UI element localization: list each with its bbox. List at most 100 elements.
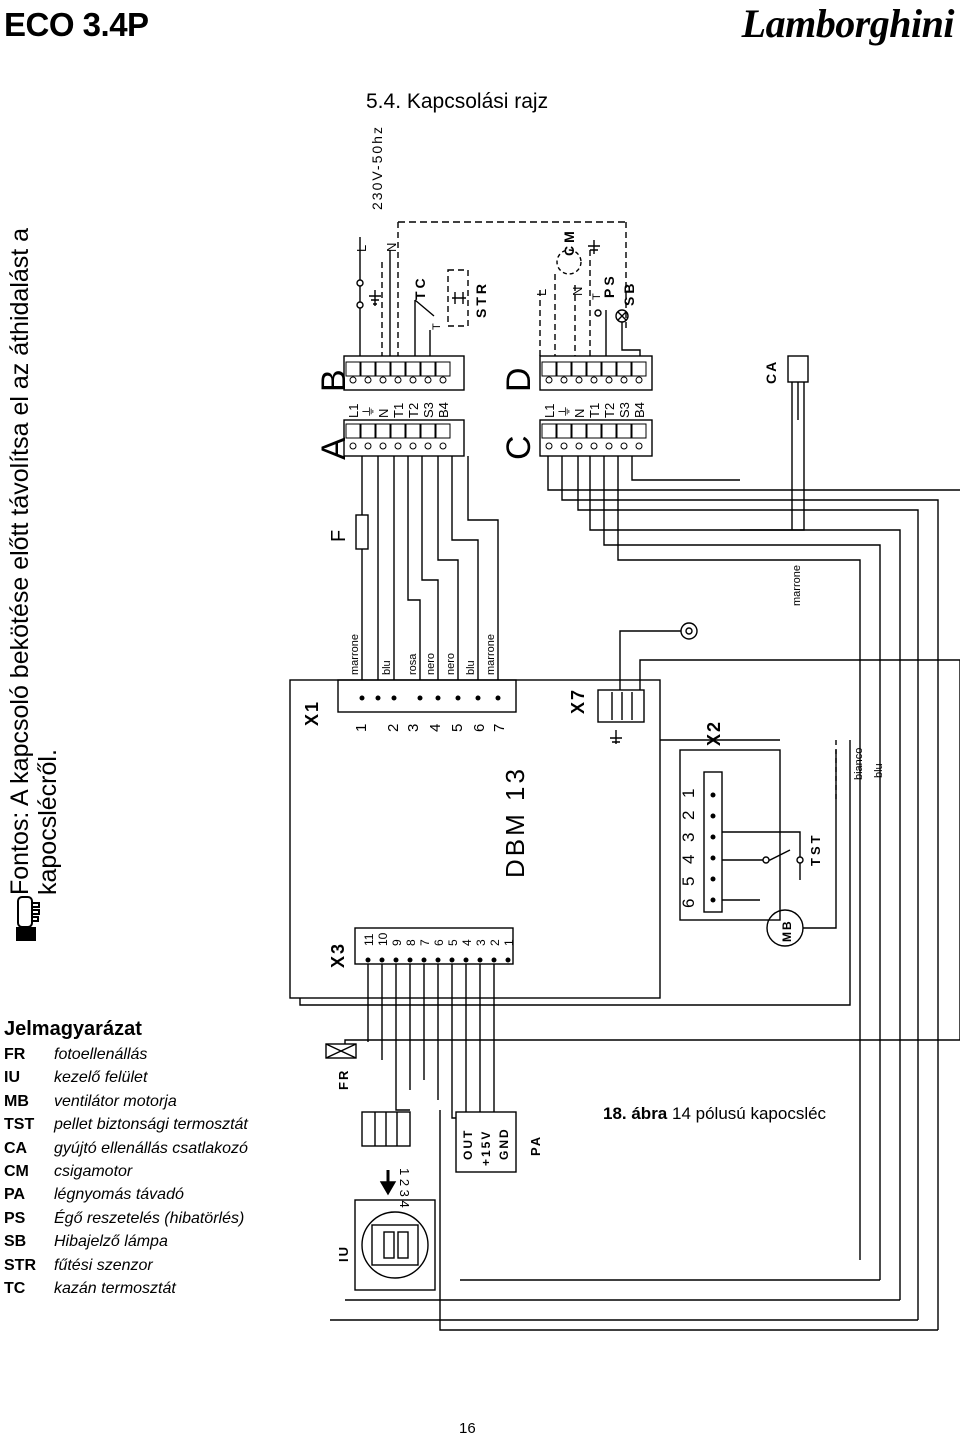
x7-connector [597,689,645,723]
label-F: F [328,530,350,542]
term-b-2: ⏚ [361,405,376,418]
x3-pin-9: 9 [390,939,404,946]
label-L2: L [534,289,549,296]
term-d-7: B4 [632,402,647,418]
legend-item: SB Hibajelző lámpa [4,1230,334,1253]
x1-connector [337,679,517,713]
legend-item: CA gyújtó ellenállás csatlakozó [4,1137,334,1160]
wire-color-6: blu [465,660,477,675]
fuse-f [355,514,369,550]
x1-pin-5: 5 [449,724,466,732]
x3-pin-6: 6 [432,939,446,946]
label-iu: IU [336,1245,351,1262]
wire-color-5: nero [445,653,457,675]
legend-code: PS [4,1209,26,1227]
legend-desc: csigamotor [54,1163,133,1181]
page-number: 16 [459,1420,476,1437]
legend-code: CA [4,1139,28,1157]
x2-pin-5: 5 [679,877,698,886]
x1-pin-1: 1 [353,724,370,732]
x3-pin-4: 4 [460,939,474,946]
label-x3: X3 [328,942,348,968]
figure-number: 18. ábra [603,1104,668,1123]
label-L: L [354,245,369,252]
term-b-5: T2 [406,403,421,418]
pa-sensor [455,1111,517,1173]
label-N: N [384,243,399,252]
label-ps: PS [601,273,617,298]
label-pa-gnd: GND [497,1127,511,1160]
label-sb: SB [621,281,637,306]
ca-connector [787,355,809,383]
legend-code: FR [4,1046,26,1063]
x3-pin-10: 10 [376,932,390,946]
label-x2: X2 [704,720,724,746]
x1-pin-6: 6 [471,724,488,732]
dbm13-board [289,679,661,999]
figure-text: 14 pólusú kapocsléc [672,1104,827,1123]
label-x1: X1 [302,700,322,726]
section-title: 5.4. Kapcsolási rajz [366,90,549,113]
legend-code: SB [4,1233,27,1251]
label-fr: FR [336,1069,351,1090]
x1-pin-3: 3 [405,724,422,732]
x3-pin-8: 8 [404,939,418,946]
x3-pin-7: 7 [418,939,432,946]
label-tc: TC [412,275,428,300]
label-tst: TST [808,832,823,866]
term-b-6: S3 [421,402,436,418]
supply-label: 230V-50hz [369,125,385,210]
legend-desc: Hibajelző lámpa [54,1233,168,1251]
legend-desc: kezelő felület [54,1069,148,1087]
label-pa-out: OUT [461,1129,475,1160]
term-d-1: L1 [542,404,557,418]
document-title: ECO 3.4P [4,6,149,43]
x3-pin-5: 5 [446,939,460,946]
iu-panel [354,1199,436,1291]
term-b-1: L1 [346,404,361,418]
pointing-hand-icon [16,896,40,941]
term-d-6: S3 [617,402,632,418]
board-label: DBM 13 [500,766,530,878]
label-ca: CA [763,360,779,384]
term-b-7: B4 [436,402,451,418]
tc-switch [414,299,435,360]
label-str: STR [473,281,489,318]
label-A: A [315,437,353,460]
cm-motor-circle [556,249,582,275]
label-marrone-ca: marrone [791,565,803,606]
term-d-2: ⏚ [557,405,572,418]
term-d-3: N [572,409,587,418]
x2-pin-2: 2 [679,811,698,820]
x2-pin-6: 6 [679,899,698,908]
label-cm: CM [561,228,577,256]
x3-pin-2: 2 [488,939,502,946]
x1-pin-7: 7 [491,724,508,732]
brand-logo: Lamborghini [741,1,955,46]
legend-code: STR [4,1256,36,1274]
label-pa-15v: +15V [479,1130,493,1166]
legend-code: MB [4,1092,29,1110]
x3-pin-11: 11 [362,933,376,946]
label-N2: N [570,287,585,296]
label-T2: T [591,293,603,300]
legend-desc: fotoellenállás [54,1046,148,1063]
legend-desc: fűtési szenzor [54,1256,153,1274]
x3-pin-3: 3 [474,939,488,946]
legend-desc: gyújtó ellenállás csatlakozó [54,1139,248,1157]
wire-color-2: blu [381,660,393,675]
str-sensor-frame [447,269,469,327]
x1-pin-2: 2 [385,724,402,732]
legend-item: FR fotoellenállás [4,1043,334,1066]
legend-item: STR fűtési szenzor [4,1254,334,1277]
wire-color-7: marrone [485,634,497,675]
x3-pin-1: 1 [502,939,516,946]
x1-pin-4: 4 [427,724,444,732]
legend-desc: légnyomás távadó [54,1186,184,1204]
earth-symbol [369,290,381,306]
label-B: B [315,369,353,392]
legend-desc: ventilátor motorja [54,1092,177,1110]
